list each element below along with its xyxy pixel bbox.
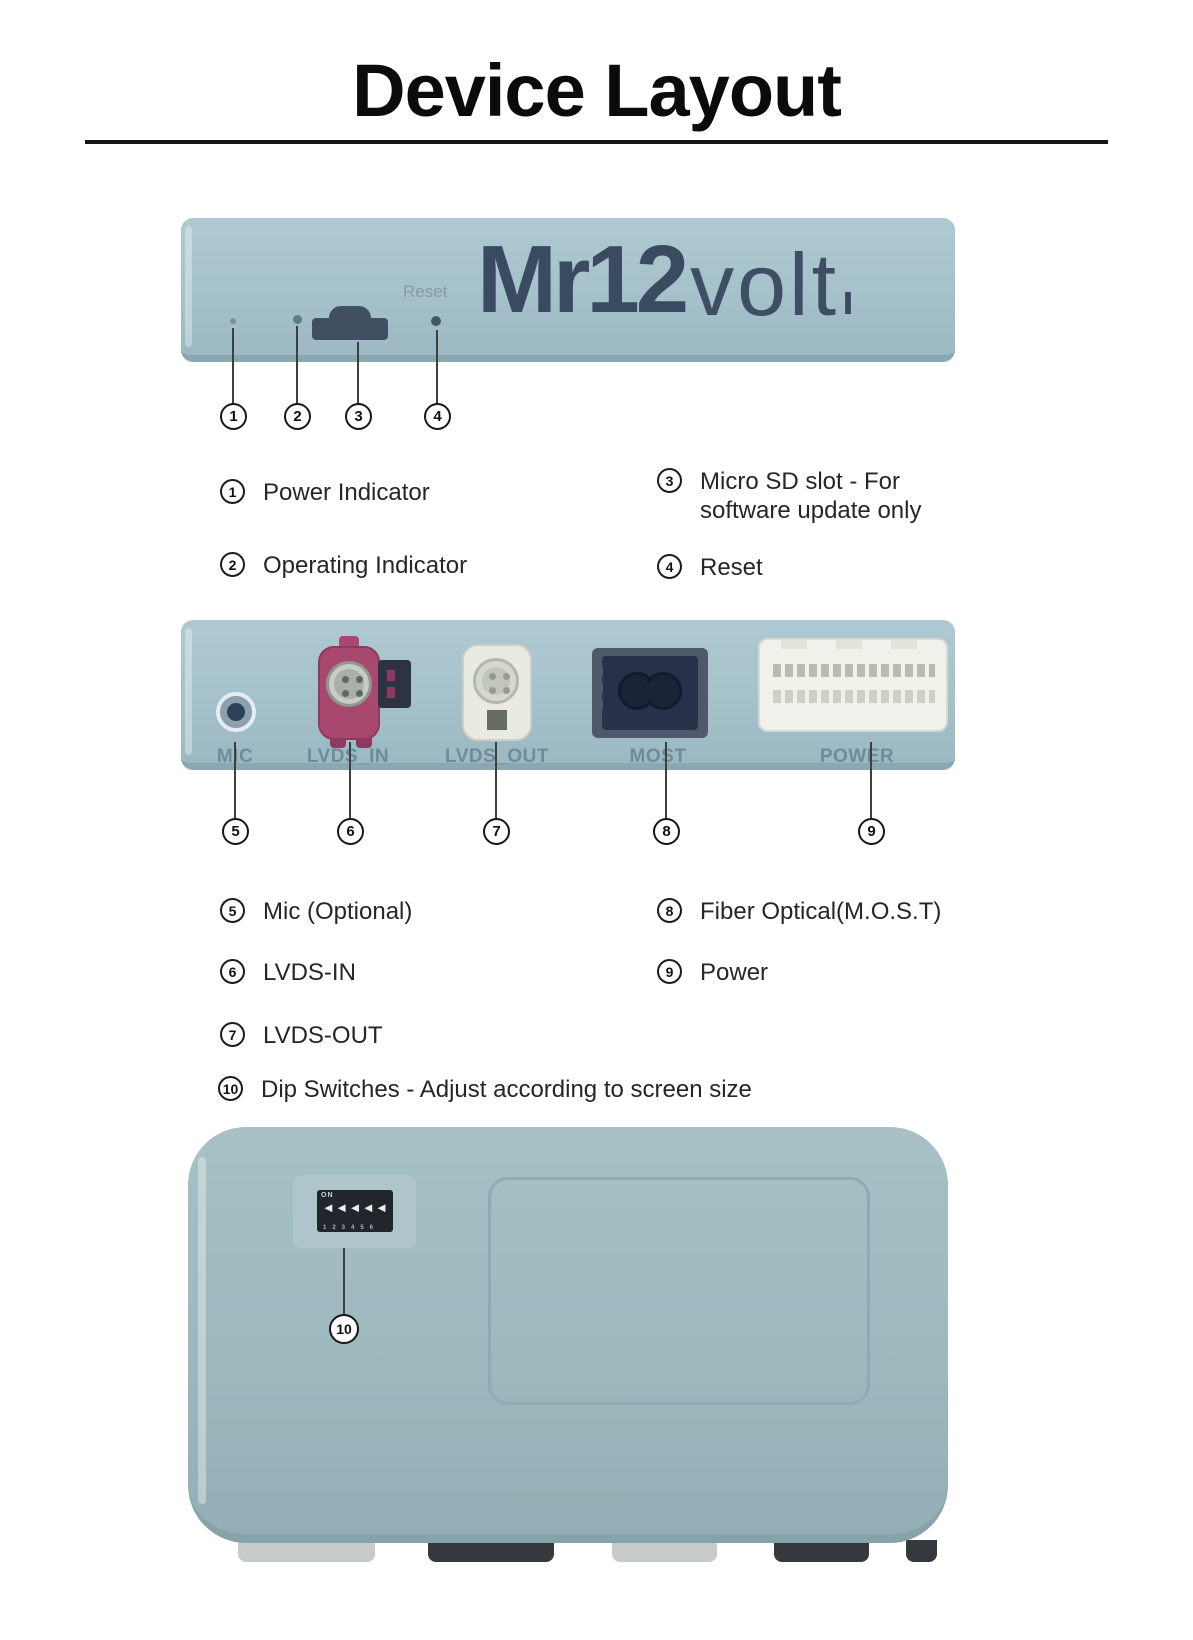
legend-row-9: 9 Power [657,958,768,987]
legend-num-4: 4 [657,554,682,579]
power-pin-row [773,664,935,677]
legend-row-1: 1 Power Indicator [220,478,430,507]
power-pin-row [773,690,935,703]
lvds-in-foot [356,738,372,748]
callout-line-4 [436,330,438,404]
callout-circle-4: 4 [424,403,451,430]
dip-position-numbers: 123456 [323,1225,380,1231]
legend-label-1: Power Indicator [263,479,430,506]
device-foot [774,1540,869,1562]
power-indicator-led [230,318,236,324]
reset-button-hole [431,316,441,326]
callout-line-10 [343,1248,345,1316]
lvds-in-side-tab [378,660,411,708]
operating-indicator-led [293,315,302,324]
lvds-in-foot [330,738,346,748]
legend-row-4: 4 Reset [657,553,763,582]
legend-num-8: 8 [657,898,682,923]
callout-line-8 [665,742,667,818]
lvds-out-pins [489,673,496,680]
device-foot [238,1540,375,1562]
legend-num-2: 2 [220,552,245,577]
callout-circle-6: 6 [337,818,364,845]
legend-num-3: 3 [657,468,682,493]
legend-num-1: 1 [220,479,245,504]
lvds-in-tab-top [339,636,359,648]
brand-logo: Mr12 volt ı [477,226,854,335]
legend-num-10: 10 [218,1076,243,1101]
device-foot [906,1540,937,1562]
callout-circle-1: 1 [220,403,247,430]
legend-row-2: 2 Operating Indicator [220,551,467,580]
callout-line-6 [349,742,351,818]
callout-line-9 [870,742,872,818]
logo-text-mr12: Mr12 [477,226,689,333]
device-bottom-view: ON ◄ ◄ ◄ ◄ ◄ 123456 10 [188,1127,948,1543]
page-title: Device Layout [352,49,842,132]
lvds-in-barrel [326,661,372,707]
callout-line-5 [234,742,236,818]
most-fiber-bridge [637,682,663,700]
power-notches [781,640,807,649]
logo-text-volt: volt [690,235,840,335]
callout-line-2 [296,326,298,404]
device-foot [428,1540,554,1562]
legend-num-6: 6 [220,959,245,984]
port-label-lvds-in: LVDS_IN [306,746,390,767]
legend-label-9: Power [700,959,769,986]
title-rule [85,140,1108,144]
dip-on-label: ON [321,1192,334,1199]
callout-line-3 [357,342,359,404]
micro-sd-slot [312,306,388,340]
port-label-power: POWER [819,746,895,767]
dip-toggle-icon: ◄ [361,1200,375,1215]
lvds-out-barrel [473,658,519,704]
dip-toggle-icon: ◄ [335,1200,349,1215]
lvds-out-key [487,710,507,730]
port-label-lvds-out: LVDS_OUT [445,746,549,767]
legend-row-7: 7 LVDS-OUT [220,1021,383,1050]
legend-num-5: 5 [220,898,245,923]
dip-toggle-icon: ◄ [348,1200,362,1215]
device-top-view: Reset Mr12 volt ı [181,218,955,362]
legend-label-4: Reset [700,554,763,581]
callout-circle-10: 10 [329,1314,359,1344]
callout-circle-8: 8 [653,818,680,845]
legend-label-8: Fiber Optical(M.O.S.T) [700,898,942,925]
bottom-label-area [488,1177,870,1405]
device-rear-view: MIC LVDS_IN LVDS_OUT MOST POWER [181,620,955,770]
port-label-most: MOST [629,746,687,767]
legend-label-7: LVDS-OUT [263,1022,383,1049]
mic-jack-pin [227,703,245,721]
power-connector [758,638,948,732]
dip-toggle-icon: ◄ [322,1200,335,1215]
device-foot [612,1540,717,1562]
legend-num-9: 9 [657,959,682,984]
callout-line-1 [232,328,234,404]
callout-circle-7: 7 [483,818,510,845]
callout-circle-9: 9 [858,818,885,845]
legend-label-2: Operating Indicator [263,552,468,579]
legend-label-10: Dip Switches - Adjust according to scree… [261,1076,752,1103]
dip-toggle-icon: ◄ [375,1200,388,1215]
legend-label-3: Micro SD slot - For software update only [700,468,922,525]
legend-row-3: 3 Micro SD slot - For software update on… [657,467,946,526]
legend-row-8: 8 Fiber Optical(M.O.S.T) [657,897,941,926]
most-notches [595,666,603,676]
legend-label-5: Mic (Optional) [263,898,413,925]
legend-row-6: 6 LVDS-IN [220,958,356,987]
legend-row-5: 5 Mic (Optional) [220,897,412,926]
legend-num-7: 7 [220,1022,245,1047]
dip-switch-block: ON ◄ ◄ ◄ ◄ ◄ 123456 [317,1190,393,1232]
callout-circle-3: 3 [345,403,372,430]
legend-label-6: LVDS-IN [263,959,356,986]
callout-circle-5: 5 [222,818,249,845]
dip-switch-toggles: ◄ ◄ ◄ ◄ ◄ [322,1201,388,1214]
reset-label: Reset [403,282,448,301]
legend-row-10: 10 Dip Switches - Adjust according to sc… [218,1075,752,1104]
lvds-in-pins [342,676,349,683]
callout-circle-2: 2 [284,403,311,430]
callout-line-7 [495,742,497,818]
logo-mark: ı [842,275,854,323]
